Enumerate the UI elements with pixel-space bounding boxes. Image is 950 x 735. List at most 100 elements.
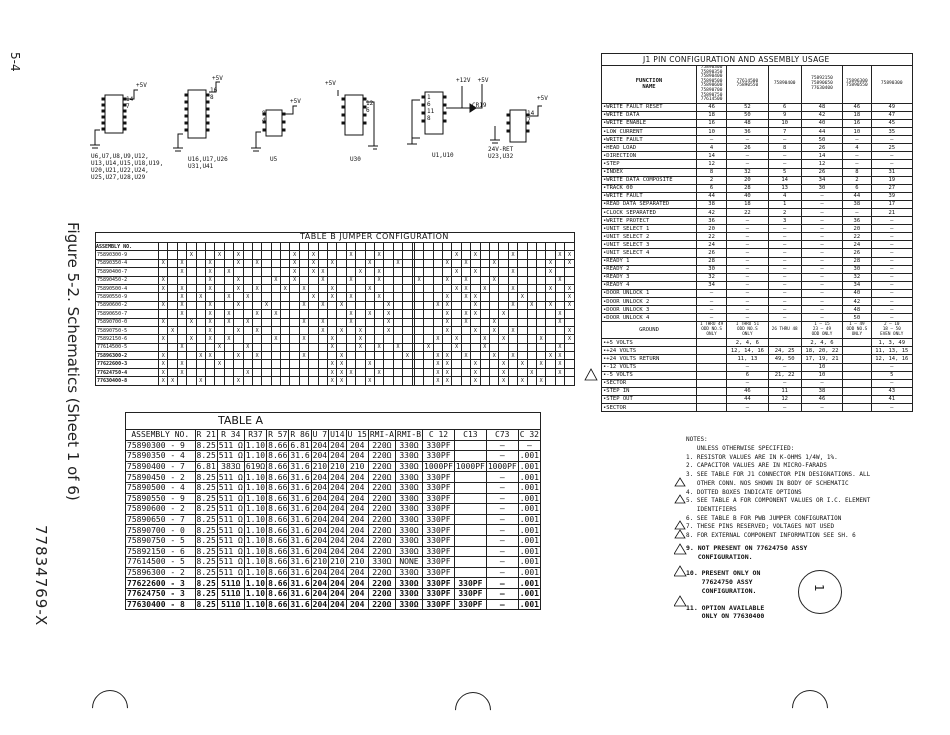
table-b-cell [195,309,206,319]
table-b-cell: X [176,342,188,353]
table-b-cell [298,258,310,269]
table-b-cell: X [214,359,225,369]
table-b-cell: X [432,359,444,369]
table-b-cell: X [355,325,366,336]
table-a-cell: — [485,587,519,600]
table-b-cell [535,258,547,269]
table-b-cell [373,334,385,344]
j1-power-cell: — [870,378,914,388]
table-b-col-header [442,241,453,252]
table-a-cell: 8.25 [194,513,218,526]
table-b-cell [167,275,178,285]
table-b-cell [479,309,491,319]
j1-power-cell: — [767,362,802,372]
table-b-cell [442,283,453,294]
table-b-cell [507,275,519,285]
table-a-cell: .001 [517,503,542,515]
table-a-col-header: RMI-A [367,429,396,441]
j1-pin-cell: — [767,224,802,234]
table-b-cell [280,351,291,361]
table-b-cell: X [186,317,197,327]
table-b-cell: X [470,250,481,260]
table-b-cell [373,325,385,336]
table-b-cell [535,292,547,302]
table-b-cell [242,300,253,311]
table-b-cell: X [564,250,575,260]
table-a-cell: 1.10 [243,598,268,611]
table-b-col-header [498,241,509,252]
table-a-cell: 330Ω [394,439,424,452]
table-b-cell [423,275,434,285]
table-a-cell: 220Ω [367,534,396,547]
table-b-cell: X [451,250,462,260]
table-b-cell [270,351,282,361]
table-b-cell [517,300,528,311]
table-a-cell: — [485,524,519,536]
table-b-cell [413,258,425,269]
table-a-cell: 8.25 [194,471,218,483]
table-b-cell [413,250,425,260]
table-b-cell [517,342,528,353]
table-a-cell: 1.10 [243,471,268,483]
j1-power-cell: — [726,378,769,388]
table-b-cell: X [364,359,376,369]
table-a-cell [453,534,487,547]
table-b-cell [270,258,282,269]
table-b-cell [251,342,263,353]
table-b-cell [545,376,556,386]
j1-power-cell [842,346,872,356]
table-b-cell [507,292,519,302]
table-b-cell [280,275,291,285]
table-a-cell: 75890600 - 2 [125,503,196,515]
table-a-cell: 204 [310,481,330,494]
table-b-cell: X [442,351,453,361]
j1-pin-cell: 42 [800,110,844,120]
table-b-cell: X [233,250,244,260]
table-b-cell: X [554,367,566,378]
table-a-cell: — [485,471,519,483]
table-b-cell [392,309,404,319]
binder-hole-mid [447,684,499,735]
table-b-cell [432,275,444,285]
table-b-cell [451,359,462,369]
table-b-cell [460,359,472,369]
table-b-cell: X [289,258,300,269]
j1-pin-cell: — [870,159,914,169]
table-a-cell: — [517,439,542,452]
table-b-cell: X [270,309,282,319]
j1-pin-cell: 6 [695,183,728,193]
j1-pin-cell: — [767,288,802,299]
table-a-cell: 204 [328,524,347,536]
table-b-cell: X [545,351,556,361]
table-b-col-header [242,241,253,252]
table-b-cell [355,258,366,269]
j1-col-header: 75896300 75890550 [842,65,872,104]
j1-pin-cell: 16 [695,118,728,129]
table-b-col-header [373,241,385,252]
table-b-cell [204,376,216,386]
j1-pin-cell: 28 [695,256,728,266]
j1-pin-cell: — [800,264,844,274]
table-b-cell [270,325,282,336]
sheet-number: 1 [812,584,826,592]
table-b-cell [167,309,178,319]
j1-ground-cell: 1 THRU 51 ODD NO.S ONLY [726,321,769,340]
table-b-cell [526,376,537,386]
j1-power-row: •SECTOR———— [601,403,914,413]
table-b-cell [451,317,462,327]
table-b-cell: X [355,334,366,344]
table-b-cell [488,300,500,311]
table-b-cell [233,359,244,369]
j1-pin-cell: 10 [767,118,802,129]
table-b-cell [392,300,404,311]
table-b-cell: X [204,283,216,294]
table-b-cell: X [242,342,253,353]
table-b-cell [261,292,272,302]
table-a-cell: 8.25 [194,587,218,600]
j1-pin-cell: 39 [870,191,914,201]
table-b-cell: X [251,283,263,294]
table-a-cell: 77614500 - 5 [125,556,196,568]
